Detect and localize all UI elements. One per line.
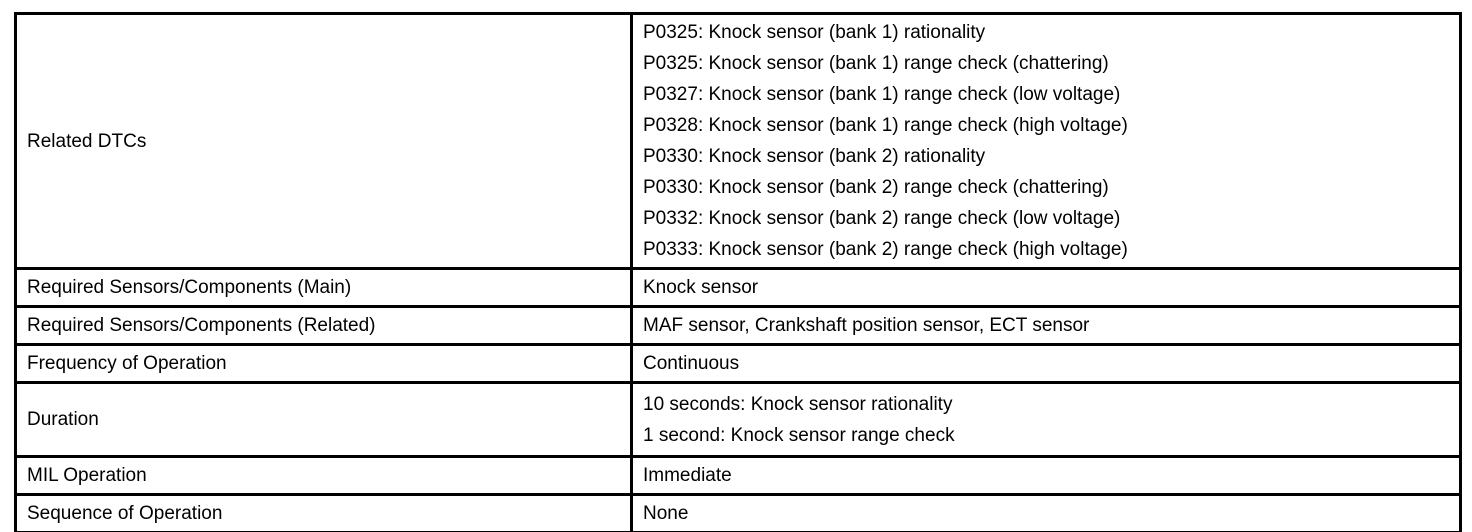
value-line: MAF sensor, Crankshaft position sensor, …	[643, 315, 1090, 336]
row-label: Sequence of Operation	[14, 493, 633, 532]
row-label: Duration	[14, 381, 633, 458]
value-line: 1 second: Knock sensor range check	[643, 424, 955, 446]
table-row-sequence-of-operation: Sequence of Operation None	[14, 493, 1462, 532]
value-line: P0325: Knock sensor (bank 1) rationality	[643, 22, 986, 43]
value-line: P0328: Knock sensor (bank 1) range check…	[643, 115, 1128, 136]
row-label: Frequency of Operation	[14, 343, 633, 384]
row-value: Continuous	[630, 343, 1462, 384]
value-line: 10 seconds: Knock sensor rationality	[643, 393, 953, 415]
table-row-duration: Duration 10 seconds: Knock sensor ration…	[14, 381, 1462, 458]
value-line: P0333: Knock sensor (bank 2) range check…	[643, 239, 1128, 260]
value-line: P0330: Knock sensor (bank 2) rationality	[643, 146, 986, 167]
table-row-related-dtcs: Related DTCs P0325: Knock sensor (bank 1…	[14, 12, 1462, 270]
table-row-frequency-of-operation: Frequency of Operation Continuous	[14, 343, 1462, 384]
row-value: 10 seconds: Knock sensor rationality 1 s…	[630, 381, 1462, 458]
value-line: Knock sensor	[643, 277, 759, 298]
value-line: P0325: Knock sensor (bank 1) range check…	[643, 53, 1109, 74]
value-line: None	[643, 503, 689, 524]
row-value: P0325: Knock sensor (bank 1) rationality…	[630, 12, 1462, 270]
value-line: Continuous	[643, 353, 740, 374]
table-row-mil-operation: MIL Operation Immediate	[14, 455, 1462, 496]
dtc-spec-table: Related DTCs P0325: Knock sensor (bank 1…	[14, 12, 1462, 532]
value-line: P0330: Knock sensor (bank 2) range check…	[643, 177, 1109, 198]
row-value: Immediate	[630, 455, 1462, 496]
row-label: MIL Operation	[14, 455, 633, 496]
row-value: MAF sensor, Crankshaft position sensor, …	[630, 305, 1462, 346]
row-label: Related DTCs	[14, 12, 633, 270]
row-label: Required Sensors/Components (Related)	[14, 305, 633, 346]
table-row-required-sensors-main: Required Sensors/Components (Main) Knock…	[14, 267, 1462, 308]
row-value: Knock sensor	[630, 267, 1462, 308]
value-line: Immediate	[643, 465, 732, 486]
row-value: None	[630, 493, 1462, 532]
table-row-required-sensors-related: Required Sensors/Components (Related) MA…	[14, 305, 1462, 346]
row-label: Required Sensors/Components (Main)	[14, 267, 633, 308]
value-line: P0332: Knock sensor (bank 2) range check…	[643, 208, 1121, 229]
value-line: P0327: Knock sensor (bank 1) range check…	[643, 84, 1121, 105]
